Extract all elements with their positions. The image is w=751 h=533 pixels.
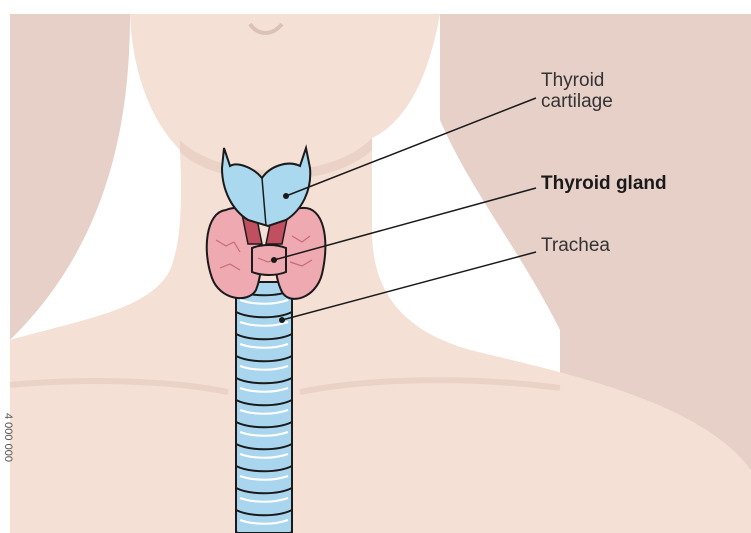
side-catalog-code: 4 000 000 xyxy=(2,413,14,533)
label-thyroid-cartilage: Thyroid cartilage xyxy=(541,70,613,112)
isthmus xyxy=(252,245,286,275)
leader-dot-cartilage xyxy=(283,193,289,199)
label-thyroid-gland: Thyroid gland xyxy=(541,173,667,194)
leader-dot-gland xyxy=(271,257,277,263)
label-trachea: Trachea xyxy=(541,235,610,256)
leader-dot-trachea xyxy=(279,317,285,323)
